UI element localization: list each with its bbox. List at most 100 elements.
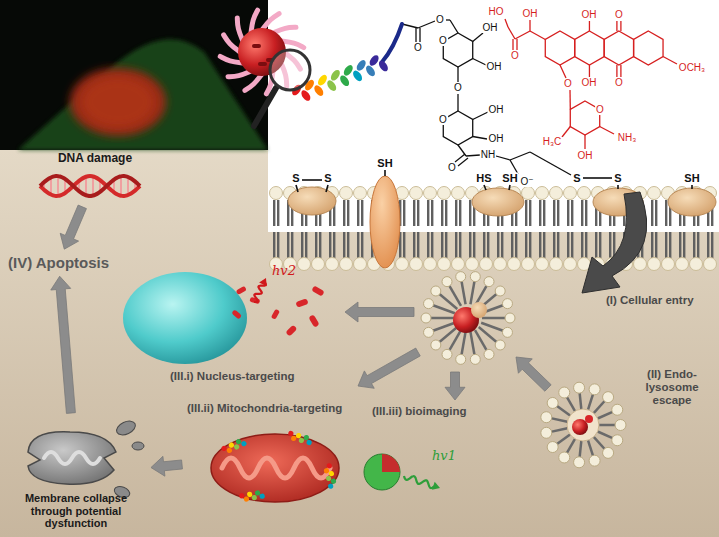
- endosome-micelle: [574, 382, 585, 393]
- lipid-bilayer: [557, 200, 559, 226]
- lipid-bilayer: [417, 232, 419, 258]
- endosome-micelle: [547, 442, 558, 453]
- nucleus: [123, 272, 247, 364]
- lipid-bilayer: [431, 232, 433, 258]
- released-micelle: [432, 323, 455, 331]
- lipid-bilayer: [445, 232, 447, 258]
- peptide-helix: [306, 439, 312, 445]
- released-micelle: [431, 286, 441, 296]
- thiol-bond: [384, 170, 386, 176]
- released-micelle: [495, 286, 505, 296]
- lipid-bilayer: [305, 232, 307, 258]
- thiol-label: SH: [376, 158, 393, 169]
- lipid-bilayer: [525, 200, 527, 226]
- peptide-helix: [300, 89, 313, 103]
- chemical-structure: [569, 90, 571, 110]
- peptide-helix: [303, 434, 309, 440]
- lipid-bilayer: [522, 187, 535, 200]
- atom-label: O: [614, 10, 624, 20]
- membrane-protein: [668, 188, 716, 216]
- endosome-escape-stage: (II) Endo-lysosome escape: [540, 365, 719, 470]
- lipid-bilayer: [291, 232, 293, 258]
- lipid-bilayer: [469, 200, 471, 226]
- released-micelle: [421, 272, 515, 365]
- stage-label: (III.ii) Mitochondria-targeting: [187, 402, 342, 415]
- released-micelle: [449, 285, 461, 306]
- released-micelle: [456, 272, 466, 282]
- lipid-bilayer: [525, 232, 527, 258]
- lipid-bilayer: [312, 258, 325, 271]
- atom-label: OH: [488, 105, 505, 115]
- endosome-micelle: [598, 412, 614, 419]
- endosome-micelle: [594, 437, 605, 450]
- lipid-bilayer: [595, 232, 597, 258]
- peptide-helix: [322, 463, 337, 490]
- released-micelle: [481, 323, 504, 331]
- chemical-structure: [457, 67, 458, 82]
- peptide-helix: [298, 437, 304, 443]
- atom-label: HO: [488, 7, 505, 17]
- lipid-bilayer: [581, 232, 583, 258]
- peptide-helix: [251, 495, 257, 501]
- thiol-label: S: [613, 173, 622, 184]
- released-micelle: [431, 340, 441, 350]
- endosome-micelle: [603, 447, 614, 458]
- chemical-structure: [473, 59, 486, 66]
- endosome-micelle: [567, 396, 576, 411]
- endosome-micelle: [588, 394, 593, 410]
- endosome-micelle: [599, 424, 616, 427]
- chemical-structure: [473, 137, 487, 140]
- lipid-bilayer: [585, 232, 587, 258]
- emission-wave: [404, 476, 435, 488]
- magnifier: [254, 88, 276, 126]
- released-micelle: [430, 317, 454, 320]
- confocal-image: [70, 68, 166, 136]
- stage-label: (III.iii) bioimaging: [372, 405, 467, 418]
- atom-label: H₃C: [542, 137, 563, 147]
- chemical-structure: [616, 65, 617, 77]
- lipid-bilayer: [501, 232, 503, 258]
- atom-label: OH: [482, 23, 499, 33]
- chemical-structure: [415, 28, 416, 42]
- released-micelle: [461, 281, 465, 305]
- confocal-image: [0, 0, 268, 150]
- lipid-bilayer: [273, 232, 275, 258]
- endosome-micelle: [615, 420, 626, 431]
- lipid-bilayer: [455, 200, 457, 226]
- process-arrow: [60, 205, 86, 249]
- lipid-bilayer: [543, 200, 545, 226]
- lipid-bilayer: [483, 232, 485, 258]
- peptide-helix: [355, 58, 368, 72]
- lipid-bilayer: [298, 258, 311, 271]
- released-micelle: [471, 302, 487, 318]
- thiol-bond: [302, 179, 322, 181]
- released-micelle: [505, 313, 515, 323]
- chemical-structure: [512, 39, 513, 50]
- lipid-bilayer: [539, 200, 541, 226]
- nanoparticle: [228, 71, 251, 77]
- peptide-helix: [328, 470, 334, 476]
- endosome-micelle: [574, 457, 585, 468]
- released-micelle: [484, 349, 494, 359]
- lipid-bilayer: [396, 258, 409, 271]
- membrane-collapse-stage: Membrane collapse through potential dysf…: [3, 415, 149, 535]
- peptide-helix: [255, 490, 261, 496]
- chemical-structure: [545, 31, 574, 65]
- stage-label: (IV) Apoptosis: [8, 254, 109, 271]
- endosome-micelle: [556, 434, 570, 444]
- drug-fragments: [231, 285, 324, 336]
- endosome-micelle: [612, 404, 623, 415]
- lipid-bilayer: [655, 232, 657, 258]
- endosome-micelle: [589, 455, 600, 466]
- chemical-structure: [505, 19, 508, 27]
- thiol-bond: [617, 185, 619, 189]
- peptide-helix: [377, 59, 390, 73]
- thiol-label: S: [572, 173, 581, 184]
- endosome-micelle: [612, 435, 623, 446]
- lipid-bilayer: [277, 232, 279, 258]
- endosome-micelle: [589, 384, 600, 395]
- lipid-bilayer: [357, 232, 359, 258]
- lipid-bilayer: [676, 258, 689, 271]
- lipid-bilayer: [690, 258, 703, 271]
- lipid-bilayer: [361, 232, 363, 258]
